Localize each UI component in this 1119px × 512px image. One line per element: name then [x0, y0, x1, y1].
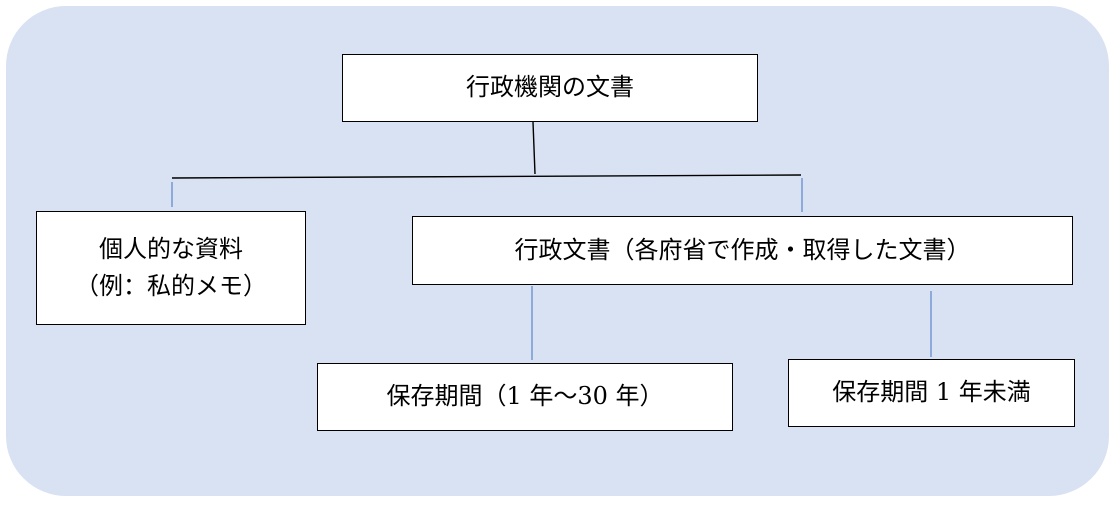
administrative-documents-box: 行政文書（各府省で作成・取得した文書） — [412, 216, 1073, 285]
retention-period-short-label: 保存期間 1 年未満 — [832, 378, 1031, 407]
root-node-box: 行政機関の文書 — [342, 54, 758, 122]
retention-period-long-label: 保存期間（1 年～30 年） — [386, 382, 664, 411]
administrative-documents-label: 行政文書（各府省で作成・取得した文書） — [514, 235, 971, 264]
personal-materials-label: 個人的な資料 — [99, 234, 243, 263]
horizontal-branch-line — [171, 174, 802, 179]
personal-materials-example: （例：私的メモ） — [75, 272, 267, 300]
retention-period-short-box: 保存期間 1 年未満 — [788, 359, 1075, 427]
personal-materials-box: 個人的な資料 （例：私的メモ） — [36, 211, 306, 325]
root-stem-line — [532, 121, 536, 175]
retention-period-long-box: 保存期間（1 年～30 年） — [317, 363, 733, 431]
root-node-label: 行政機関の文書 — [466, 73, 634, 102]
